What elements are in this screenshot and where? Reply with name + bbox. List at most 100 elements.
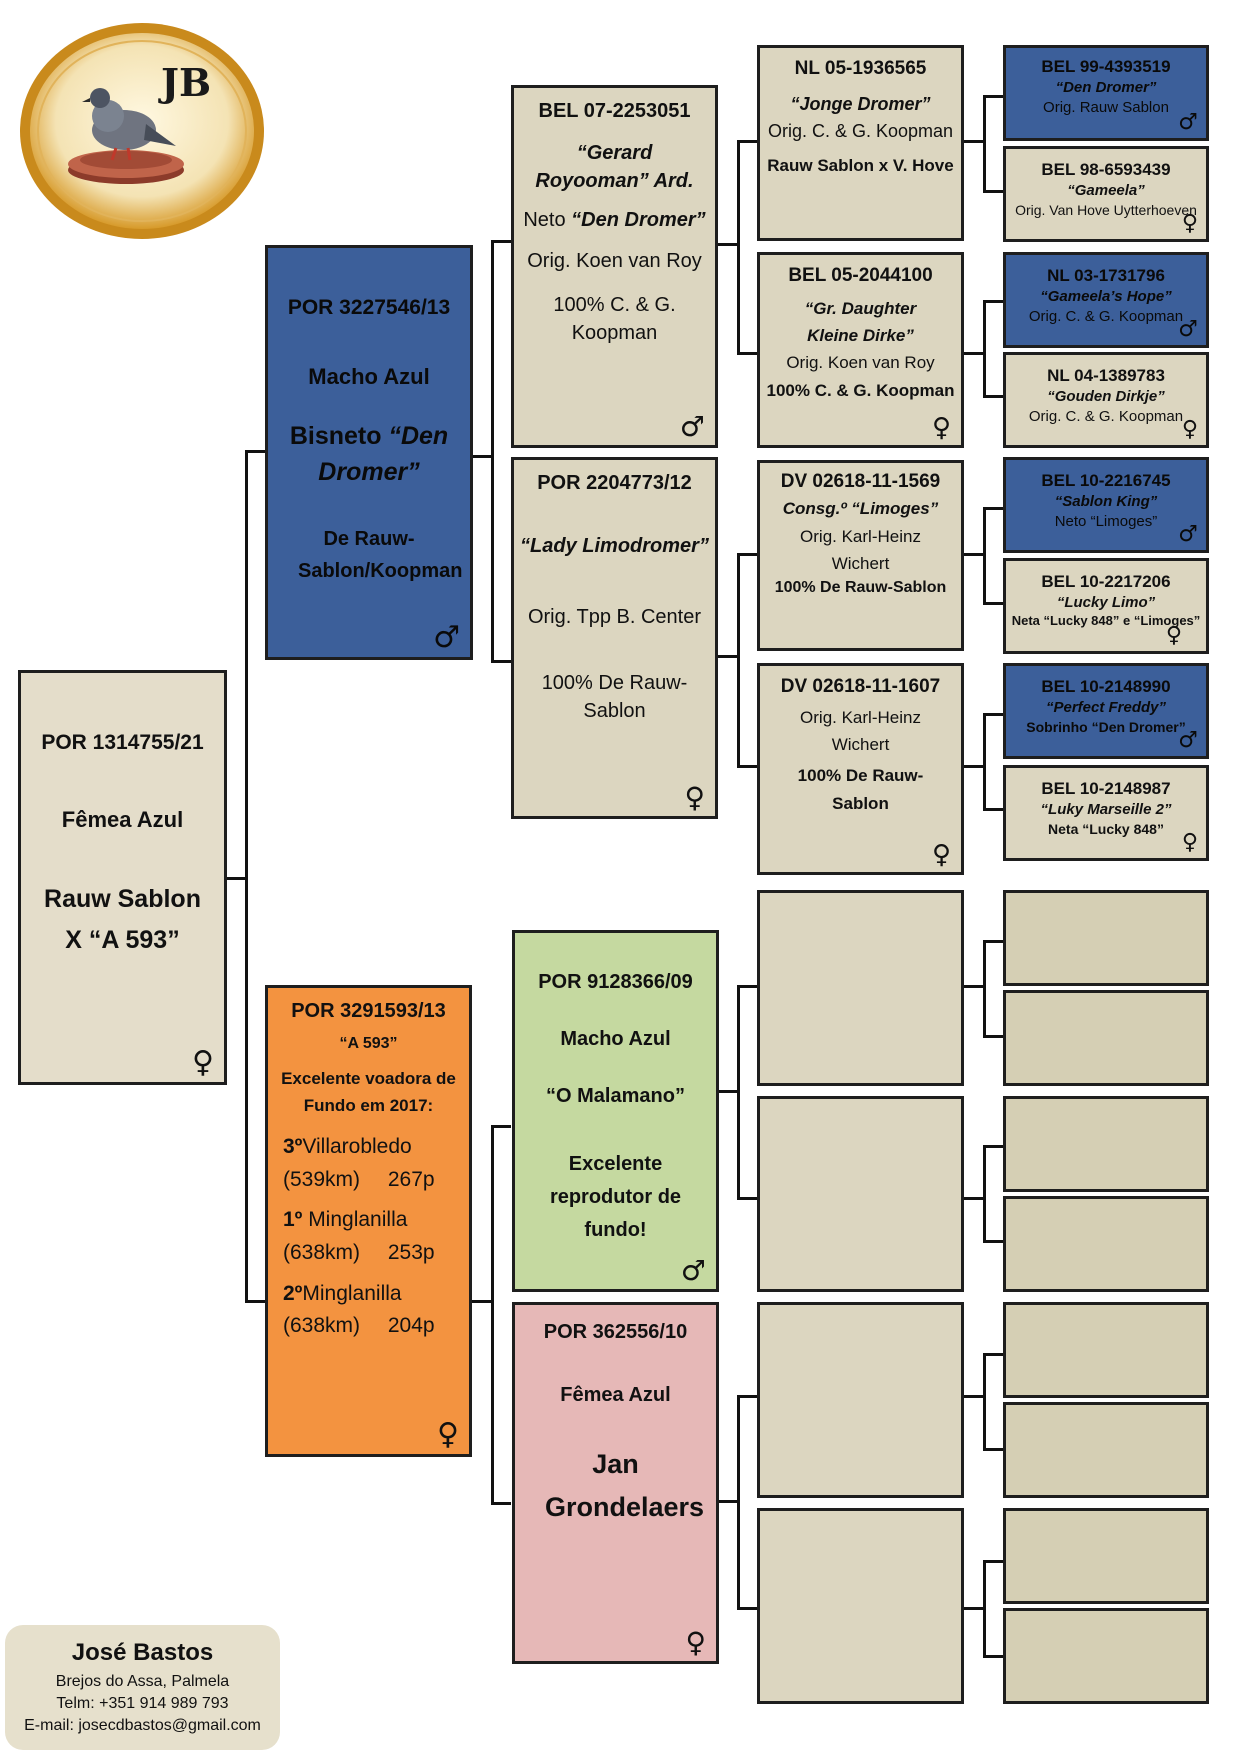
sire-sire-box: BEL 07-2253051 “Gerard Royooman” Ard. Ne… (511, 85, 718, 448)
empty-box (757, 1096, 964, 1292)
gen5-name: “Luky Marseille 2” (1040, 801, 1172, 819)
dam-result: 2ºMinglanilla (638km) 204p (283, 1278, 469, 1343)
result-place: 3º (283, 1135, 303, 1159)
gen5-ring: BEL 10-2148987 (1041, 779, 1171, 798)
sire-name-quoted: “Den Dromer” (318, 422, 449, 487)
result-pts: 204p (387, 1314, 435, 1338)
empty-box (1003, 1608, 1209, 1704)
gen5-name: “Lucky Limo” (1056, 594, 1156, 612)
sire-desc: Macho Azul (308, 364, 430, 389)
gen5-box: BEL 98-6593439 “Gameela” Orig. Van Hove … (1003, 146, 1209, 242)
dam-ring: POR 3291593/13 (291, 1000, 446, 1022)
ss-neto-prefix: Neto (523, 209, 572, 231)
gen5-ring: NL 04-1389783 (1047, 366, 1165, 385)
logo-emblem (20, 23, 264, 239)
sire-name: Bisneto “Den Dromer” (268, 418, 470, 491)
ssd-pct: 100% C. & G. Koopman (766, 381, 955, 401)
sdd-origin: Orig. Karl-Heinz Wichert (800, 708, 921, 755)
gen5-ring: BEL 10-2217206 (1041, 572, 1171, 591)
male-icon: ♂ (1178, 728, 1198, 753)
dam-box: POR 3291593/13 “A 593” Excelente voadora… (265, 985, 472, 1457)
result-pts: 253p (387, 1241, 435, 1265)
gen5-origin: Orig. Rauw Sablon (1043, 98, 1169, 116)
dam-sire-box: POR 9128366/09 Macho Azul “O Malamano” E… (512, 930, 719, 1292)
gen5-origin: Neto “Limoges” (1054, 512, 1158, 530)
sd-pct: 100% De Rauw-Sablon (541, 672, 688, 722)
female-icon: ♀ (1181, 830, 1198, 855)
dd-name: Jan Grondelaers (545, 1449, 705, 1523)
sire-origin: De Rauw-Sablon/Koopman (298, 527, 463, 582)
dam-name: “A 593” (339, 1035, 398, 1052)
gen5-name: “Perfect Freddy” (1045, 699, 1167, 717)
gen5-box: NL 04-1389783 “Gouden Dirkje” Orig. C. &… (1003, 352, 1209, 448)
gen5-origin: Orig. C. & G. Koopman (1028, 407, 1184, 425)
gen5-box: BEL 10-2216745 “Sablon King” Neto “Limog… (1003, 457, 1209, 553)
female-icon: ♀ (685, 1626, 706, 1659)
sire-dam-box: POR 2204773/12 “Lady Limodromer” Orig. T… (511, 457, 718, 819)
sss-cross: Rauw Sablon x V. Hove (767, 156, 954, 175)
ssd-box: BEL 05-2044100 “Gr. Daughter Kleine Dirk… (757, 252, 964, 448)
sds-origin: Orig. Karl-Heinz Wichert (800, 527, 921, 574)
ss-neto: Neto “Den Dromer” (514, 209, 715, 232)
female-icon: ♀ (1181, 211, 1198, 236)
gen5-box: NL 03-1731796 “Gameela’s Hope” Orig. C. … (1003, 252, 1209, 348)
result-place: 2º (283, 1281, 303, 1305)
subject-ring: POR 1314755/21 (41, 731, 204, 754)
male-icon: ♂ (1178, 317, 1198, 342)
sss-ring: NL 05-1936565 (794, 58, 927, 79)
gen5-origin: Orig. Van Hove Uytterhoeven (1015, 201, 1197, 218)
gen5-box: BEL 10-2148987 “Luky Marseille 2” Neta “… (1003, 765, 1209, 861)
contact-address: Brejos do Assa, Palmela (55, 1673, 230, 1690)
gen5-name: “Gouden Dirkje” (1047, 388, 1165, 406)
dam-note: Excelente voadora de Fundo em 2017: (281, 1069, 456, 1116)
empty-box (1003, 1402, 1209, 1498)
subject-desc: Fêmea Azul (61, 807, 184, 832)
result-pts: 267p (387, 1167, 435, 1191)
result-race: Minglanilla (302, 1281, 402, 1305)
gen5-origin: Sobrinho “Den Dromer” (1026, 718, 1186, 735)
sds-ring: DV 02618-11-1569 (780, 471, 941, 492)
ssd-ring: BEL 05-2044100 (788, 265, 933, 286)
female-icon: ♀ (437, 1417, 459, 1452)
contact-email[interactable]: E-mail: josecdbastos@gmail.com (24, 1717, 261, 1734)
ss-pct: 100% C. & G. Koopman (553, 294, 676, 344)
result-dist: (638km) (283, 1241, 361, 1265)
gen5-ring: BEL 10-2216745 (1041, 471, 1171, 490)
female-icon: ♀ (1181, 417, 1198, 442)
ss-name: “Gerard Royooman” Ard. (535, 142, 694, 192)
contact-name: José Bastos (71, 1639, 214, 1666)
sdd-box: DV 02618-11-1607 Orig. Karl-Heinz Wicher… (757, 663, 964, 875)
female-icon: ♀ (192, 1045, 214, 1080)
sd-origin: Orig. Tpp B. Center (527, 606, 702, 628)
gen5-box: BEL 99-4393519 “Den Dromer” Orig. Rauw S… (1003, 45, 1209, 141)
result-race: Villarobledo (302, 1135, 412, 1159)
logo-initials: JB (161, 60, 212, 105)
result-place: 1º (283, 1208, 303, 1232)
ssd-origin: Orig. Koen van Roy (786, 353, 935, 373)
gen5-origin: Neta “Lucky 848” (1048, 820, 1164, 837)
gen5-ring: BEL 98-6593439 (1041, 160, 1171, 179)
gen5-box: BEL 10-2148990 “Perfect Freddy” Sobrinho… (1003, 663, 1209, 759)
empty-box (1003, 890, 1209, 986)
dd-desc: Fêmea Azul (560, 1384, 671, 1406)
female-icon: ♀ (684, 781, 705, 814)
ds-desc: Macho Azul (560, 1028, 671, 1050)
ds-name: “O Malamano” (546, 1085, 685, 1107)
sds-pct: 100% De Rauw-Sablon (774, 579, 947, 597)
gen5-ring: BEL 10-2148990 (1041, 677, 1171, 696)
ds-note: Excelente reprodutor de fundo! (549, 1153, 682, 1241)
dam-results: 3ºVillarobledo (539km) 267p 1º Minglanil… (268, 1131, 469, 1342)
dam-dam-box: POR 362556/10 Fêmea Azul Jan Grondelaers… (512, 1302, 719, 1664)
female-icon: ♀ (931, 413, 951, 443)
empty-box (1003, 1096, 1209, 1192)
gen5-origin: Neta “Lucky 848” e “Limoges” (1011, 612, 1201, 628)
female-icon: ♀ (931, 840, 951, 870)
sss-origin: Orig. C. & G. Koopman (767, 121, 954, 141)
sss-box: NL 05-1936565 “Jonge Dromer” Orig. C. & … (757, 45, 964, 241)
ss-neto-name: “Den Dromer” (571, 209, 706, 231)
sire-ring: POR 3227546/13 (287, 296, 451, 319)
contact-phone: Telm: +351 914 989 793 (56, 1695, 229, 1712)
sdd-ring: DV 02618-11-1607 (780, 676, 941, 697)
male-icon: ♂ (1178, 110, 1198, 135)
gen5-origin: Orig. C. & G. Koopman (1028, 307, 1184, 325)
